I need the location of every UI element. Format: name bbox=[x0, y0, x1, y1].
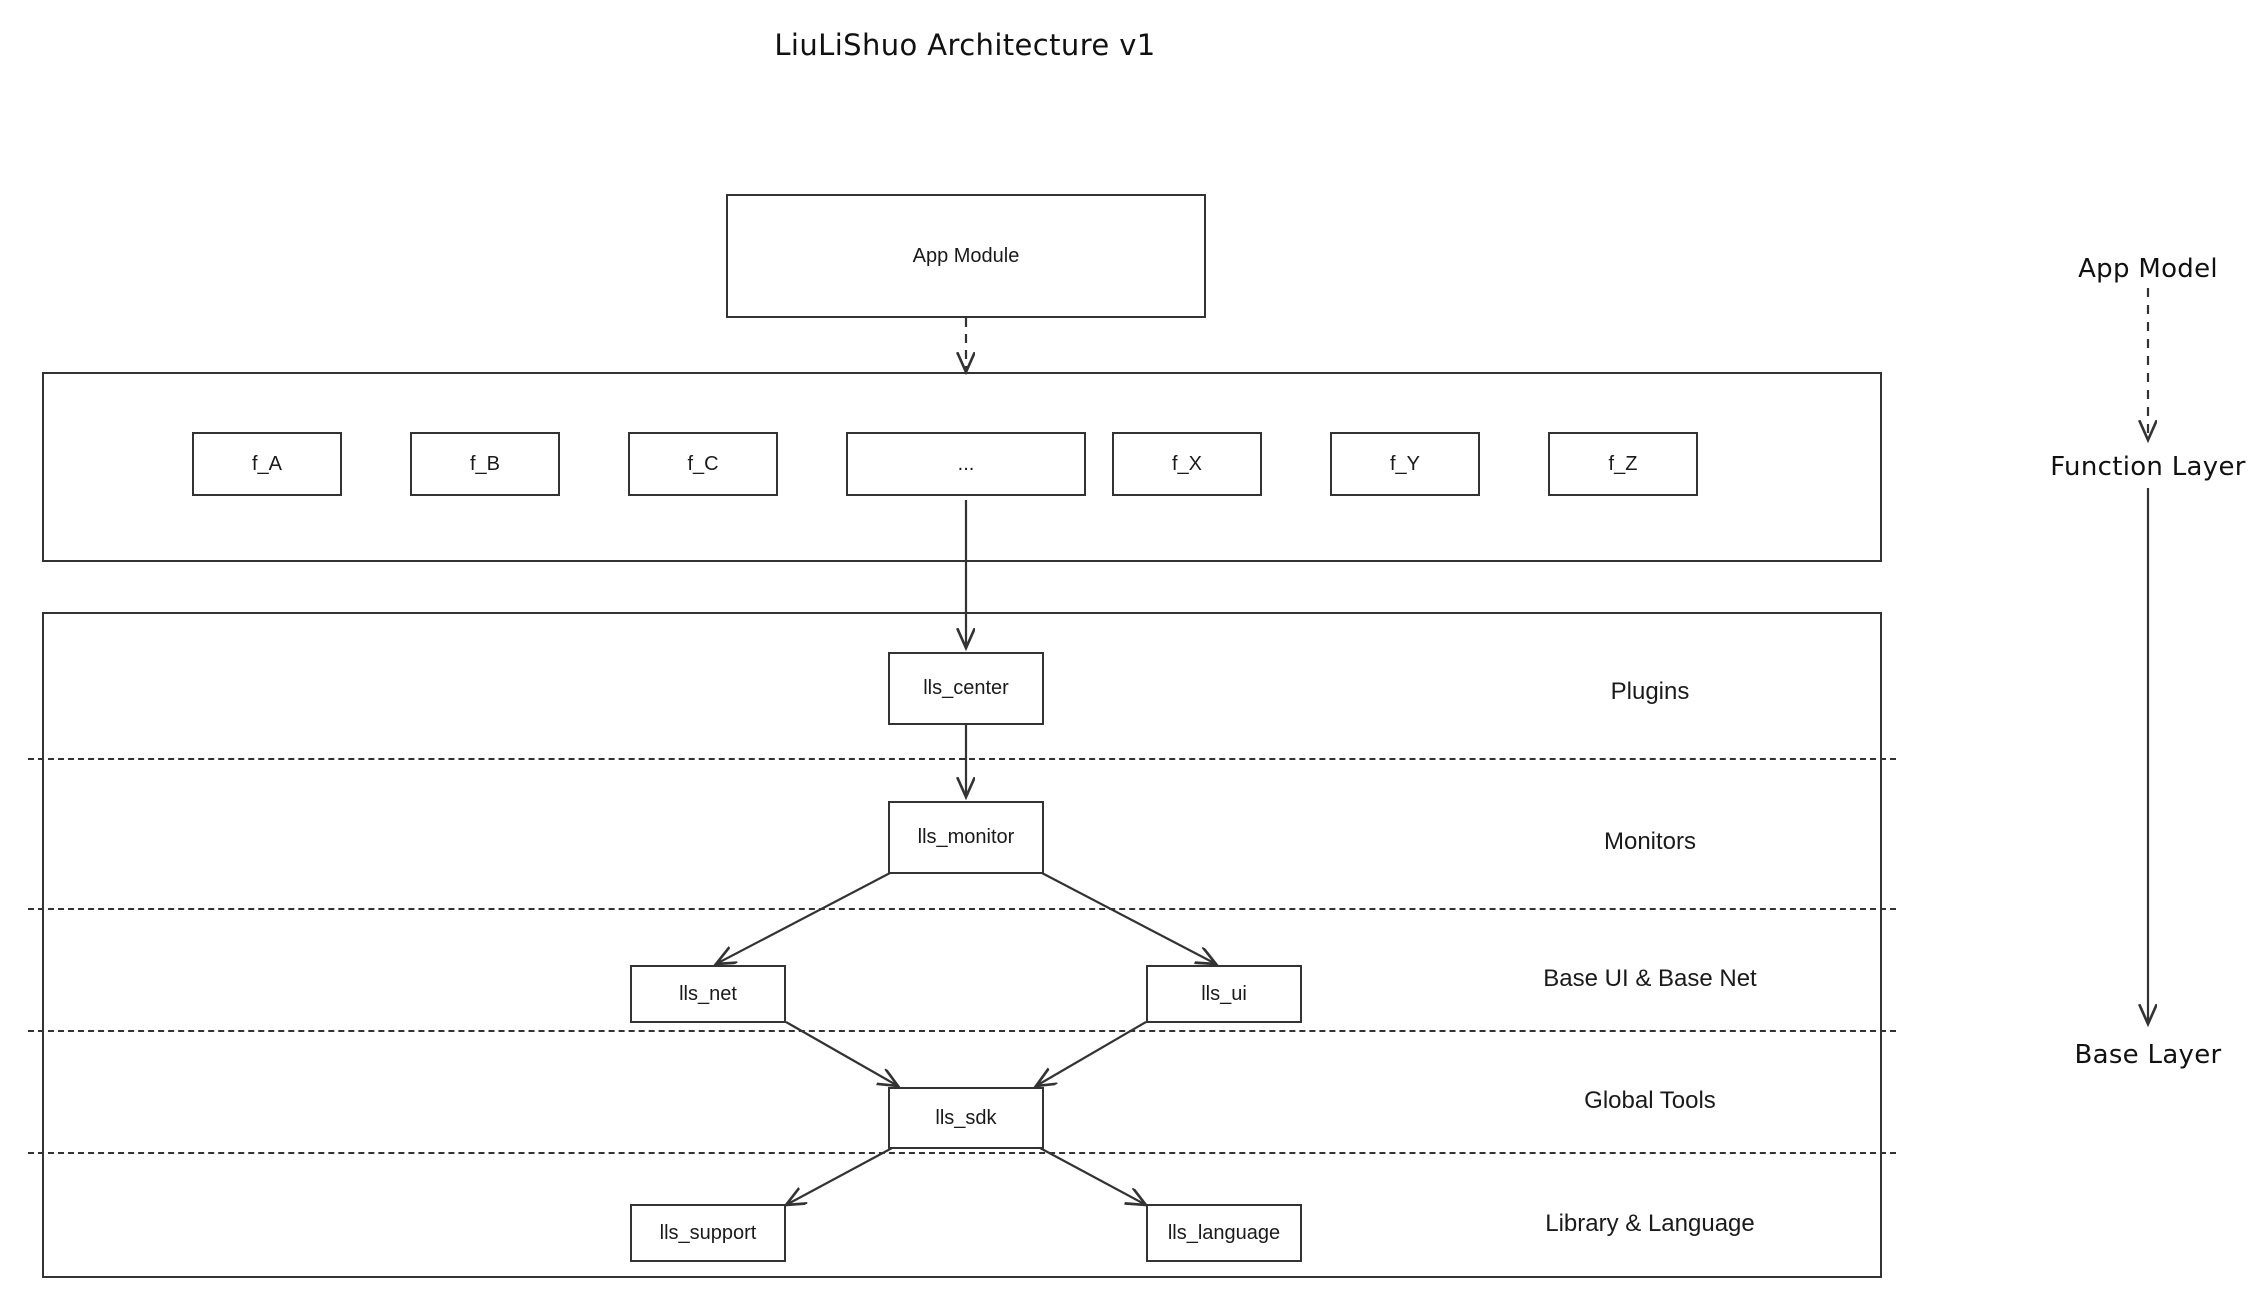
node-function-ellipsis[interactable]: ... bbox=[846, 432, 1086, 496]
node-lls-net[interactable]: lls_net bbox=[630, 965, 786, 1023]
node-lls-support-label: lls_support bbox=[659, 1221, 757, 1244]
node-lls-monitor-label: lls_monitor bbox=[917, 826, 1015, 848]
node-function-f-y[interactable]: f_Y bbox=[1330, 432, 1480, 496]
node-lls-sdk[interactable]: lls_sdk bbox=[888, 1087, 1044, 1149]
node-function-f-a[interactable]: f_A bbox=[192, 432, 342, 496]
band-label-library-language: Library & Language bbox=[1545, 1210, 1755, 1237]
node-function-f-x-label: f_X bbox=[1171, 452, 1203, 475]
legend-label-base-layer: Base Layer bbox=[2074, 1040, 2222, 1070]
node-function-f-c[interactable]: f_C bbox=[628, 432, 778, 496]
node-lls-center-label: lls_center bbox=[923, 677, 1009, 699]
node-lls-ui[interactable]: lls_ui bbox=[1146, 965, 1302, 1023]
node-function-ellipsis-label: ... bbox=[957, 452, 975, 475]
node-app-module[interactable]: App Module bbox=[726, 194, 1206, 318]
node-lls-language-label: lls_language bbox=[1167, 1221, 1281, 1244]
node-lls-center[interactable]: lls_center bbox=[888, 652, 1044, 725]
node-function-f-z-label: f_Z bbox=[1608, 452, 1638, 475]
band-label-base-ui-base-net: Base UI & Base Net bbox=[1543, 965, 1757, 992]
band-label-monitors: Monitors bbox=[1603, 828, 1697, 855]
node-lls-support[interactable]: lls_support bbox=[630, 1204, 786, 1262]
band-separator-monitors-baseuinet bbox=[28, 908, 1896, 910]
band-label-plugins: Plugins bbox=[1610, 678, 1690, 705]
node-lls-sdk-label: lls_sdk bbox=[935, 1106, 997, 1129]
band-separator-globaltools-library bbox=[28, 1152, 1896, 1154]
band-separator-plugins-monitors bbox=[28, 758, 1896, 760]
node-lls-ui-label: lls_ui bbox=[1201, 982, 1247, 1005]
legend-label-app-model: App Model bbox=[2078, 254, 2218, 284]
node-app-module-label: App Module bbox=[912, 244, 1020, 267]
node-function-f-b[interactable]: f_B bbox=[410, 432, 560, 496]
legend-label-function-layer: Function Layer bbox=[2050, 452, 2246, 482]
node-function-f-z[interactable]: f_Z bbox=[1548, 432, 1698, 496]
node-lls-net-label: lls_net bbox=[679, 982, 737, 1005]
node-lls-language[interactable]: lls_language bbox=[1146, 1204, 1302, 1262]
node-function-f-y-label: f_Y bbox=[1389, 452, 1421, 475]
band-label-global-tools: Global Tools bbox=[1584, 1087, 1716, 1114]
band-separator-baseuinet-globaltools bbox=[28, 1030, 1896, 1032]
node-lls-monitor[interactable]: lls_monitor bbox=[888, 801, 1044, 874]
page-title: LiuLiShuo Architecture v1 bbox=[774, 28, 1156, 62]
node-function-f-x[interactable]: f_X bbox=[1112, 432, 1262, 496]
node-function-f-c-label: f_C bbox=[687, 452, 719, 475]
node-function-f-a-label: f_A bbox=[251, 452, 283, 475]
node-function-f-b-label: f_B bbox=[469, 452, 501, 475]
